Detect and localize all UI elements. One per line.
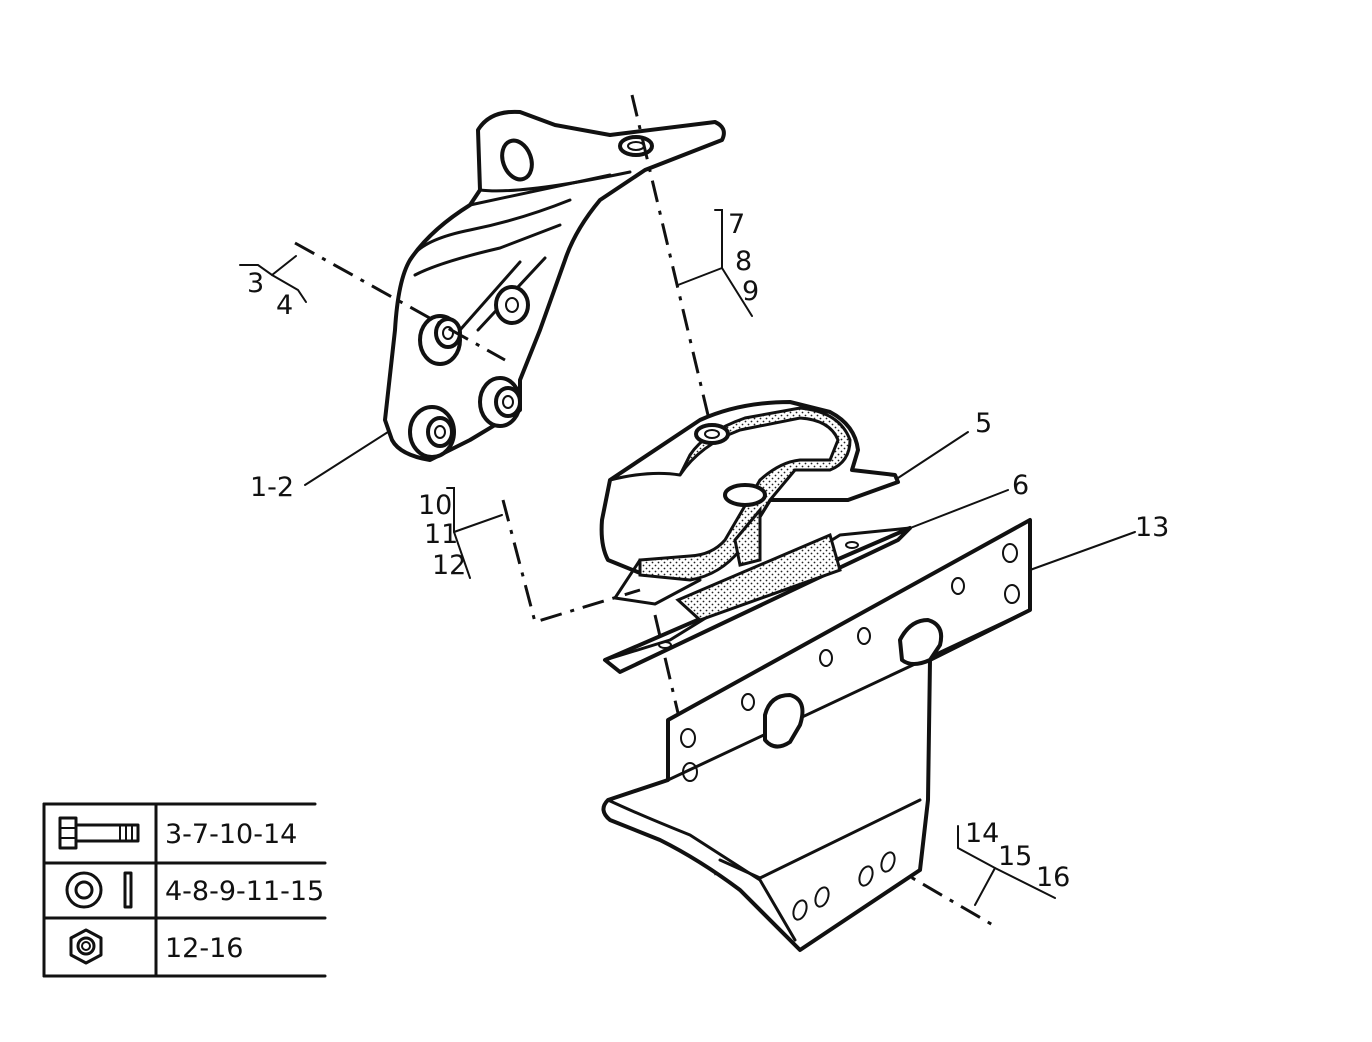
nut-icon [69, 928, 103, 965]
fastener-legend: 3-7-10-14 4-8-9-11-15 12-16 [42, 802, 327, 978]
leader-lines [239, 209, 1136, 906]
callout-9: 9 [742, 276, 759, 307]
callout-6: 6 [1012, 470, 1029, 501]
callout-16: 16 [1036, 862, 1070, 893]
callout-3: 3 [247, 268, 264, 299]
lower-bracket-13 [601, 518, 1032, 952]
bolt-axis-7 [630, 94, 714, 433]
callout-13: 13 [1135, 512, 1169, 543]
callout-12: 12 [432, 550, 466, 581]
callout-4: 4 [276, 290, 293, 321]
callout-1-2: 1-2 [250, 472, 294, 503]
callout-7: 7 [728, 209, 745, 240]
callouts: 1-2 3 4 5 6 7 8 9 10 11 12 13 14 15 16 [247, 209, 1169, 893]
callout-10: 10 [418, 490, 452, 521]
callout-5: 5 [975, 408, 992, 439]
callout-11: 11 [424, 519, 458, 550]
legend-washer-parts: 4-8-9-11-15 [165, 876, 324, 907]
pad-plate-6 [603, 505, 912, 674]
callout-15: 15 [998, 841, 1032, 872]
washer-icon [65, 871, 133, 909]
legend-nut-parts: 12-16 [165, 933, 243, 964]
upper-bracket [383, 109, 726, 462]
rubber-mount-5 [599, 400, 900, 606]
bolt-axis-3 [294, 241, 506, 362]
bolt-icon [58, 816, 140, 850]
callout-14: 14 [965, 818, 999, 849]
callout-8: 8 [735, 246, 752, 277]
legend-bolt-parts: 3-7-10-14 [165, 819, 297, 850]
